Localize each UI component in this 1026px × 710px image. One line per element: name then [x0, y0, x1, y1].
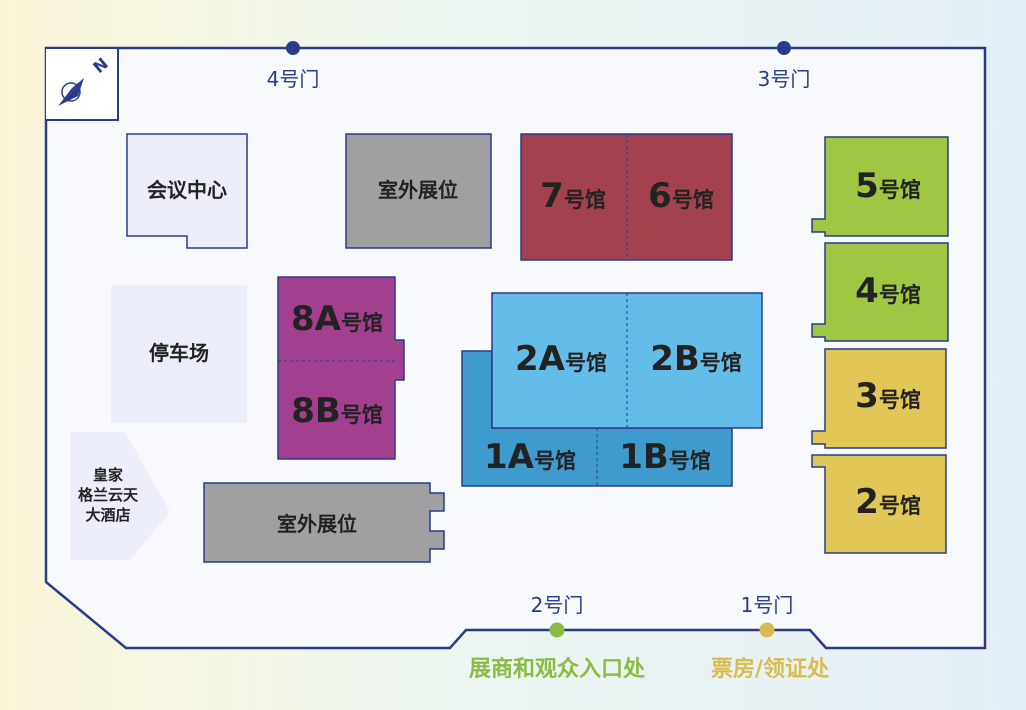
parking-lot-label: 停车场 — [149, 341, 209, 365]
hall-5-building — [811, 136, 949, 237]
conference-center — [126, 133, 248, 249]
compass: N — [46, 47, 119, 121]
hall-2-building — [811, 454, 947, 554]
gate-4-marker — [286, 41, 300, 55]
hall-4-label: 4号馆 — [855, 271, 921, 311]
hotel-label-line2: 格兰云天 — [78, 486, 139, 504]
hotel-building — [70, 432, 170, 560]
hall-1a-label: 1A号馆 — [484, 437, 576, 477]
gate-1-label: 1号门 — [741, 593, 794, 617]
hotel-label-line3: 大酒店 — [85, 506, 130, 524]
gate-3-label: 3号门 — [758, 67, 811, 91]
gate-2-label: 2号门 — [531, 593, 584, 617]
hall-4-building — [811, 242, 949, 342]
conference-center-label: 会议中心 — [147, 178, 227, 202]
outdoor-booth-top-label: 室外展位 — [378, 178, 458, 202]
parking-lot — [111, 285, 247, 423]
hall-8-building — [277, 276, 405, 460]
outdoor-booth-bottom-label: 室外展位 — [277, 512, 357, 536]
gate-3-marker — [777, 41, 791, 55]
hall-2b-label: 2B号馆 — [650, 339, 742, 379]
hotel-label-line1: 皇家 — [93, 466, 123, 484]
hall-5-label: 5号馆 — [855, 166, 921, 206]
hall-7-label: 7号馆 — [540, 176, 606, 216]
hall-1b-label: 1B号馆 — [619, 437, 711, 477]
gate-4-label: 4号门 — [267, 67, 320, 91]
exhibitor-visitor-entrance-label: 展商和观众入口处 — [469, 656, 645, 682]
hall-8a-label: 8A号馆 — [291, 299, 383, 339]
hall-2-label: 2号馆 — [855, 482, 921, 522]
hall-8b-label: 8B号馆 — [291, 391, 383, 431]
hall-6-label: 6号馆 — [648, 176, 714, 216]
outdoor-booth-top — [345, 133, 492, 249]
gate-2-marker — [549, 622, 565, 638]
hall-3-label: 3号馆 — [855, 376, 921, 416]
north-arrow-icon — [58, 78, 84, 106]
outdoor-booth-bottom — [203, 482, 445, 563]
ticket-office-label: 票房/领证处 — [711, 656, 829, 682]
gate-1-marker — [759, 622, 775, 638]
hall-3-building — [811, 348, 947, 449]
hall-2a-label: 2A号馆 — [515, 339, 607, 379]
